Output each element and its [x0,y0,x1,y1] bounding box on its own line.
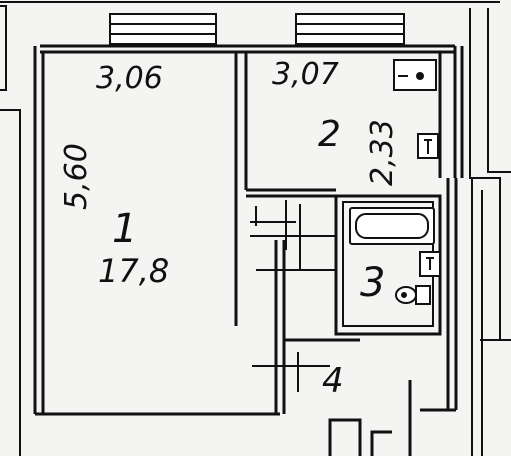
sink-icon [417,133,439,159]
window-room-2 [295,13,405,45]
window-room-1 [109,13,217,45]
room-1-length: 5,60 [59,143,94,210]
room-1-area: 17,8 [98,252,169,290]
toilet-icon [395,285,431,305]
room-1-width: 3,06 [96,61,163,96]
room-3-number: 3 [360,260,385,306]
room-1-number: 1 [112,206,137,252]
stove-icon [393,59,437,91]
door-marks [250,200,336,392]
room-2-number: 2 [318,114,341,155]
room-2-length: 2,33 [365,119,400,186]
washbasin-icon [419,251,441,277]
room-2-width: 3,07 [272,57,339,92]
bathtub-icon [349,207,435,245]
outer-walls [33,44,464,416]
room-4-number: 4 [322,361,344,401]
